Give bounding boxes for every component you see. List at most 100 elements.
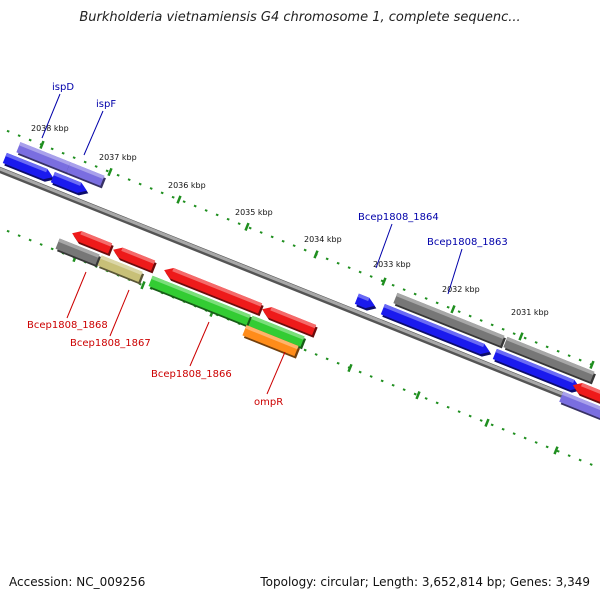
leader-line-bcep1808_1864 — [375, 223, 393, 269]
major-tick — [553, 446, 559, 455]
tick-dot — [413, 292, 417, 296]
tick-dot — [347, 266, 351, 270]
tick-dot — [567, 454, 571, 458]
tick-dot — [336, 261, 340, 265]
tick-dot — [50, 147, 54, 151]
reverse-gene-edge — [572, 382, 600, 404]
tick-dot — [424, 297, 428, 300]
feature-highlight — [245, 325, 299, 350]
gene-label-bcep1808_1868: Bcep1808_1868 — [27, 320, 108, 331]
major-tick — [484, 418, 490, 427]
major-tick — [313, 250, 319, 259]
gene-Bcep1808_1867-olive — [97, 255, 145, 285]
leader-line-bcep1808_1867 — [109, 289, 130, 337]
tick-dot — [281, 239, 285, 243]
feature-highlight — [5, 152, 48, 173]
tick-dot — [589, 463, 593, 466]
major-tick — [381, 277, 387, 286]
tick-dot — [490, 323, 494, 327]
tick-dot — [479, 419, 483, 422]
feature-highlight — [172, 267, 263, 307]
feature-body — [164, 267, 263, 314]
gene-label-layer: ispDispFBcep1808_1864Bcep1808_1863Bcep18… — [27, 82, 508, 408]
major-tick — [347, 363, 353, 373]
tick-dot — [358, 270, 362, 274]
tick-dot — [72, 156, 76, 160]
tick-dot — [325, 357, 329, 361]
tick-dot — [270, 235, 274, 239]
major-tick — [589, 360, 595, 369]
leader-line-ompr — [266, 351, 286, 395]
feature-highlight — [383, 304, 485, 348]
tick-dot — [39, 243, 43, 246]
tick-label: 2034 kbp — [304, 235, 342, 244]
tick-dot — [105, 169, 109, 173]
gene-label-bcep1808_1867: Bcep1808_1867 — [70, 338, 151, 349]
feature-body — [66, 162, 105, 186]
major-tick — [244, 222, 250, 231]
tick-dot — [435, 301, 439, 305]
tick-dot — [138, 182, 142, 186]
tick-dot — [490, 423, 494, 427]
tick-dot — [468, 314, 472, 318]
tick-dot — [83, 160, 87, 164]
feature-highlight — [396, 292, 505, 339]
gene-edge-purple — [559, 391, 600, 420]
genome-summary-text: Topology: circular; Length: 3,652,814 bp… — [260, 575, 590, 589]
tick-dot — [402, 388, 406, 392]
tick-dot — [160, 191, 164, 195]
feature-highlight — [506, 336, 595, 375]
feature-highlight — [53, 172, 82, 186]
gene-label-bcep1808_1864: Bcep1808_1864 — [358, 212, 439, 223]
gene-Bcep1808_1863-grey — [503, 336, 596, 385]
gene-ispD-purple — [16, 142, 72, 175]
tick-label: 2036 kbp — [168, 181, 206, 190]
tick-dot — [512, 432, 516, 436]
reverse-gene-ompR — [262, 307, 318, 338]
tick-dot — [28, 238, 32, 242]
feature-layer — [2, 142, 600, 420]
tick-dot — [468, 414, 472, 418]
gene-Bcep1808_1864-grey — [393, 292, 506, 349]
tick-dot — [94, 165, 98, 168]
feature-highlight — [251, 315, 305, 340]
major-tick — [176, 195, 182, 204]
tick-dot — [446, 405, 450, 409]
major-tick — [39, 140, 45, 149]
tick-dot — [457, 410, 461, 414]
tick-dot — [204, 209, 208, 212]
feature-highlight — [121, 247, 156, 264]
feature-highlight — [80, 231, 113, 247]
tick-dot — [171, 195, 175, 199]
gene-Bcep1808_1866-green — [148, 275, 253, 328]
tick-dot — [413, 392, 417, 396]
tick-dot — [479, 319, 483, 322]
tick-dot — [215, 213, 219, 217]
major-tick — [415, 391, 421, 400]
tick-dot — [523, 436, 527, 440]
leader-line-ispf — [83, 110, 104, 156]
feature-highlight — [19, 142, 71, 166]
map-title: Burkholderia vietnamiensis G4 chromosome… — [79, 10, 521, 25]
tick-dot — [314, 353, 318, 356]
gene-ompR-orange — [242, 325, 301, 359]
gene-ispF-purple — [66, 162, 106, 189]
tick-dot — [182, 200, 186, 204]
forward-gene-Bcep1808_1863 — [492, 348, 582, 393]
reverse-gene-Bcep1808_1868 — [72, 231, 114, 257]
major-tick — [450, 305, 456, 314]
tick-dot — [523, 336, 527, 340]
tick-dot — [402, 288, 406, 292]
tick-dot — [358, 370, 362, 374]
gene-label-bcep1808_1866: Bcep1808_1866 — [151, 369, 232, 380]
tick-dot — [116, 173, 120, 177]
label-leader-layer — [41, 93, 463, 395]
feature-body — [559, 391, 600, 419]
tick-dot — [17, 134, 21, 138]
tick-dot — [50, 247, 54, 251]
tick-dot — [446, 305, 450, 309]
tick-dot — [556, 449, 560, 453]
tick-label: 2032 kbp — [442, 285, 480, 294]
